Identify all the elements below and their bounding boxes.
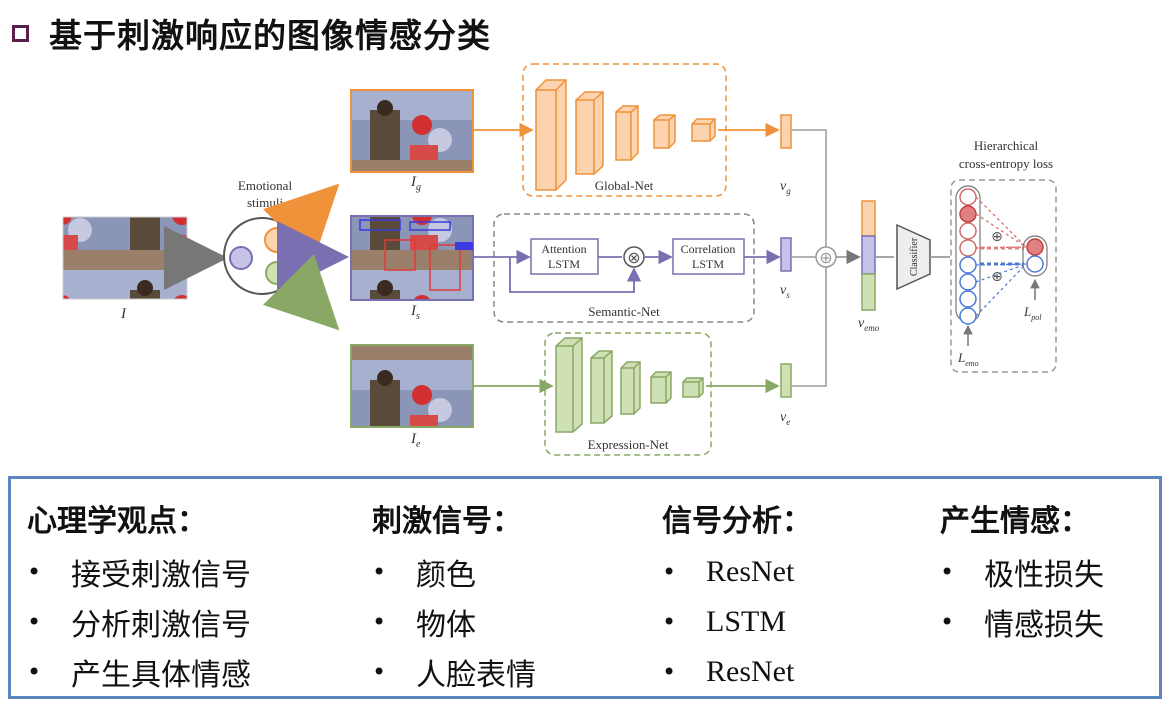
list-item: •极性损失 [940,558,1104,593]
image-label-g: Ig [410,174,421,193]
attention-label-2: LSTM [548,257,580,271]
correlation-label-1: Correlation [681,242,736,256]
vg-vector [780,114,792,149]
list-item: •人脸表情 [372,658,536,693]
correlation-label-2: LSTM [692,257,724,271]
column-emotion-output: 产生情感： •极性损失 •情感损失 [940,497,1104,647]
image-label-e: Ie [410,431,421,450]
vemo-vector [861,200,876,311]
classifier-label: Classifier [909,237,920,276]
column-signal-analysis: 信号分析： •ResNet •LSTM •ResNet [662,497,812,697]
expression-net-label: Expression-Net [588,437,669,452]
polarity-neuron-pos [1026,238,1044,256]
multiply-symbol: ⊗ [627,248,640,267]
polarity-neuron-neg [1026,255,1044,273]
vg-label: vg [780,179,791,196]
column-heading: 产生情感： [940,504,1090,539]
arrow-to-global [262,183,340,261]
column-heading: 信号分析： [662,504,812,539]
classifier-block [896,223,931,291]
concat-connectors [791,129,861,387]
list-item: •ResNet [662,555,795,588]
list-item: •分析刺激信号 [27,608,251,643]
loss-emo-label: Lemo [957,350,979,368]
vs-vector [780,237,792,272]
list-item: •产生具体情感 [27,658,251,693]
column-heading: 刺激信号： [372,504,522,539]
hier-connectors [975,196,1027,317]
global-net-label: Global-Net [595,178,654,193]
ve-vector [780,363,792,398]
column-heading: 心理学观点： [27,504,207,539]
correlation-lstm-block [672,238,745,275]
oplus-top: ⊕ [991,229,1003,245]
expression-net-layers [555,337,704,433]
ve-label: ve [780,410,790,427]
semantic-net-label: Semantic-Net [588,304,660,319]
list-item: •物体 [372,608,476,643]
title-bullet-icon [12,24,29,42]
global-net-layers [535,79,716,191]
emotional-stimuli-label-2: stimuli [247,195,284,210]
image-label-s: Is [410,303,420,322]
input-image [62,216,188,300]
input-label: I [120,306,127,322]
title-row: 基于刺激响应的图像情感分类 [12,8,491,58]
summary-box: 心理学观点： •接受刺激信号 •分析刺激信号 •产生具体情感 刺激信号： •颜色… [8,476,1162,699]
hier-title-1: Hierarchical [974,138,1039,153]
arrow-to-expression [262,253,340,331]
page-title: 基于刺激响应的图像情感分类 [49,16,491,55]
global-image [350,89,474,173]
list-item: •ResNet [662,655,795,688]
oplus-bottom: ⊕ [991,269,1003,285]
semantic-connectors [474,249,781,293]
list-item: •颜色 [372,558,476,593]
concat-symbol: ⊕ [819,248,832,267]
semantic-net-box [493,213,755,323]
vs-label: vs [780,283,790,300]
list-item: •接受刺激信号 [27,558,251,593]
list-item: •情感损失 [940,608,1104,643]
column-stimulus-signal: 刺激信号： •颜色 •物体 •人脸表情 [372,497,536,697]
polarity-neuron-column [1022,235,1048,277]
loss-pol-label: Lpol [1023,304,1042,322]
semantic-detection-boxes [359,219,473,291]
emotion-neurons [959,188,977,325]
vemo-label: vemo [858,316,880,333]
emotional-stimuli-node [223,217,301,295]
pipeline-diagram: I Emotional stimuli Ig Is Ie Global-Net … [62,63,1057,456]
concat-node [815,246,837,268]
semantic-image [350,215,474,301]
list-item: •LSTM [662,605,787,638]
hier-title-2: cross-entropy loss [959,156,1053,171]
hier-loss-box [950,179,1057,373]
column-psychology: 心理学观点： •接受刺激信号 •分析刺激信号 •产生具体情感 [27,497,251,697]
expression-image [350,344,474,428]
expression-net-box [544,332,712,456]
emotional-stimuli-label-1: Emotional [238,178,293,193]
attention-label-1: Attention [541,242,586,256]
